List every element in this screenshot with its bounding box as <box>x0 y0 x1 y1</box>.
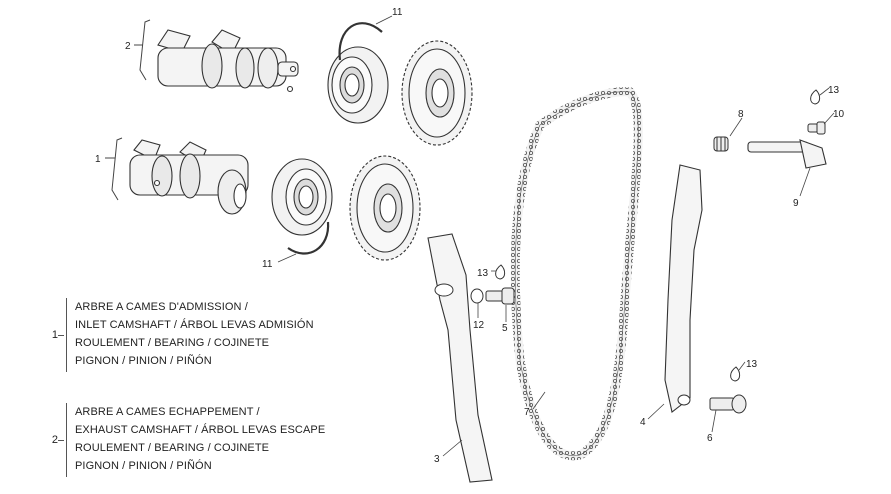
legend-group-2: 2 ARBRE A CAMES ECHAPPEMENT / EXHAUST CA… <box>0 403 400 477</box>
sealant-drop-b <box>810 89 821 105</box>
timing-chain-outline <box>514 91 639 457</box>
callout-3: 3 <box>434 454 440 465</box>
exhaust-bearing-part <box>327 46 389 124</box>
legend-lines: ARBRE A CAMES ECHAPPEMENT / EXHAUST CAMS… <box>75 403 325 475</box>
callout-2: 2 <box>125 41 131 52</box>
inlet-bearing-part <box>271 158 333 236</box>
inlet-sprocket-part <box>349 155 421 261</box>
legend-dash <box>58 335 64 336</box>
legend-line: ROULEMENT / BEARING / COJINETE <box>75 337 270 349</box>
exhaust-camshaft-bracket <box>139 19 151 81</box>
legend-line: INLET CAMSHAFT / ÁRBOL LEVAS ADMISIÓN <box>75 319 314 331</box>
legend-line: ARBRE A CAMES ECHAPPEMENT / <box>75 406 260 418</box>
inlet-camshaft-part <box>129 139 249 215</box>
inlet-camshaft-bracket <box>111 137 123 201</box>
legend-dash <box>58 440 64 441</box>
callout-13-bolt: 13 <box>477 268 489 279</box>
timing-chain-part <box>510 87 643 461</box>
callout-13-tensioner: 13 <box>828 85 840 96</box>
legend-line: PIGNON / PINION / PIÑÓN <box>75 460 212 472</box>
washer-12-part <box>470 288 484 304</box>
tensioner-blade-pivot <box>677 394 691 406</box>
legend-bracket <box>66 403 67 477</box>
bolt-5-part <box>485 287 515 305</box>
sealant-drop-a <box>495 264 506 280</box>
callout-12: 12 <box>473 320 485 331</box>
inlet-circlip-part <box>287 221 330 255</box>
bolt-6-part <box>709 394 747 414</box>
exhaust-camshaft-part <box>157 29 299 93</box>
legend-lines: ARBRE A CAMES D'ADMISSION / INLET CAMSHA… <box>75 298 314 370</box>
legend-line: ARBRE A CAMES D'ADMISSION / <box>75 301 248 313</box>
chain-guide-mount <box>434 283 454 297</box>
callout-11-top: 11 <box>392 7 403 18</box>
callout-leaders <box>277 15 835 457</box>
callout-10: 10 <box>833 109 845 120</box>
tensioner-blade-part <box>664 164 703 413</box>
callout-6: 6 <box>707 433 713 444</box>
callout-1: 1 <box>95 154 101 165</box>
legend-line: PIGNON / PINION / PIÑÓN <box>75 355 212 367</box>
tensioner-plug-part <box>807 121 826 135</box>
callout-7: 7 <box>524 407 530 418</box>
callout-5: 5 <box>502 323 508 334</box>
legend-line: EXHAUST CAMSHAFT / ÁRBOL LEVAS ESCAPE <box>75 424 326 436</box>
exhaust-circlip-part <box>338 22 383 61</box>
exhaust-sprocket-part <box>401 40 473 146</box>
callout-9: 9 <box>793 198 799 209</box>
legend-number: 2 <box>51 434 58 446</box>
legend-bracket <box>66 298 67 372</box>
legend-number: 1 <box>51 329 58 341</box>
callout-11-bottom: 11 <box>262 259 273 270</box>
callout-8: 8 <box>738 109 744 120</box>
legend-line: ROULEMENT / BEARING / COJINETE <box>75 442 270 454</box>
callout-4: 4 <box>640 417 646 428</box>
tensioner-spring-part <box>713 136 729 152</box>
legend-group-1: 1 ARBRE A CAMES D'ADMISSION / INLET CAMS… <box>0 298 400 372</box>
sealant-drop-c <box>730 366 741 382</box>
tensioner-body-part <box>747 139 827 169</box>
callout-13-lower: 13 <box>746 359 758 370</box>
